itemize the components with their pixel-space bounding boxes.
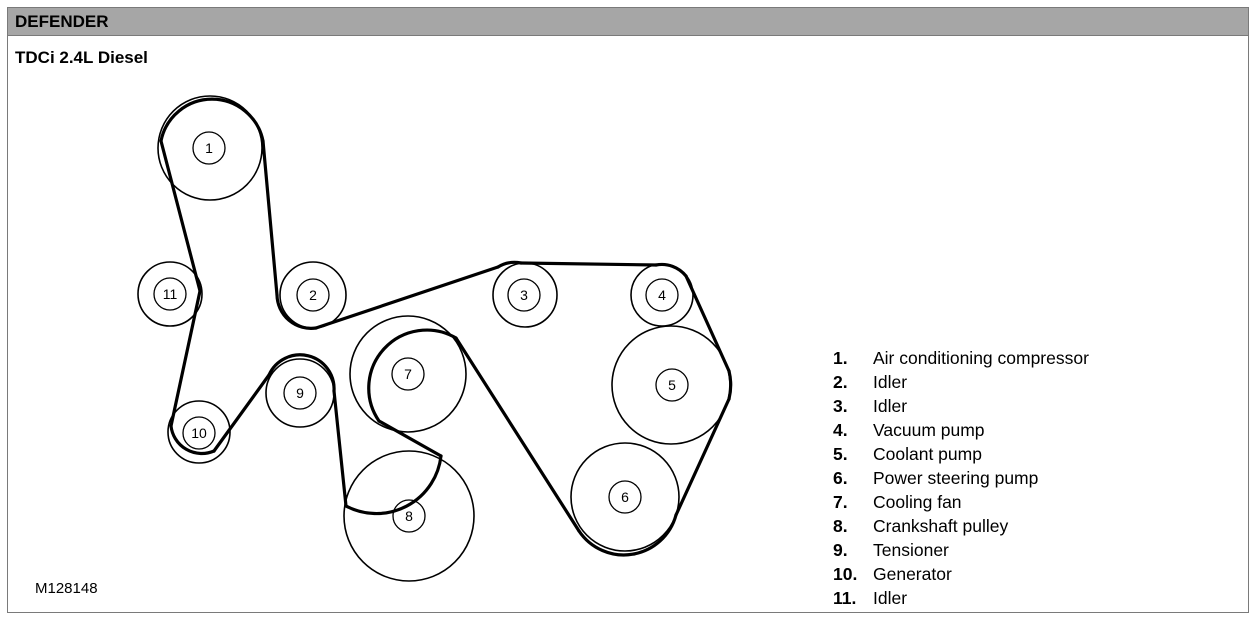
- legend-item: 5.Coolant pump: [833, 444, 982, 464]
- pulley-9: 9: [265, 358, 335, 428]
- pulley-2: 2: [279, 261, 347, 329]
- diagram-frame: DEFENDER TDCi 2.4L Diesel 1 2 3 4: [7, 7, 1249, 613]
- belt-wrap-4: [654, 262, 688, 278]
- pulley-5-label: 5: [668, 377, 676, 393]
- belt-wrap-3: [496, 260, 523, 269]
- pulley-7-label: 7: [404, 366, 412, 382]
- legend-item: 6.Power steering pump: [833, 468, 1039, 488]
- belt-segment-9-8: [332, 389, 348, 508]
- legend-item: 3.Idler: [833, 396, 908, 416]
- pulley-6-label: 6: [621, 489, 629, 505]
- belt-wrap-5: [727, 369, 733, 401]
- pulley-8: 8: [343, 450, 475, 582]
- pulley-6-badge: [608, 480, 642, 514]
- pulley-4-label: 4: [658, 287, 666, 303]
- belt-segment-6-5: [674, 397, 731, 517]
- pulley-4: 4: [630, 263, 694, 327]
- pulley-4-badge: [645, 278, 679, 312]
- pulley-9-label: 9: [296, 385, 304, 401]
- pulley-6: 6: [570, 442, 680, 552]
- pulley-2-label: 2: [309, 287, 317, 303]
- pulley-7-badge: [391, 357, 425, 391]
- legend-item: 2.Idler: [833, 372, 908, 392]
- legend-item: 8.Crankshaft pulley: [833, 516, 1009, 536]
- belt-segment-8-7: [377, 419, 443, 458]
- legend-item: 1.Air conditioning compressor: [833, 348, 1089, 368]
- pulley-10-badge: [182, 416, 216, 450]
- belt-segment-5-4: [684, 274, 731, 373]
- belt-segment-1-11: [159, 139, 202, 293]
- belt-segment-2-1: [261, 139, 279, 297]
- pulley-11-label: 11: [163, 286, 178, 302]
- belt-wrap-10: [169, 424, 216, 456]
- legend-item: 11.Idler: [833, 588, 908, 608]
- pulley-9-badge: [283, 376, 317, 410]
- pulley-3-label: 3: [520, 287, 528, 303]
- engine-subtitle: TDCi 2.4L Diesel: [15, 48, 148, 67]
- pulley-11-badge: [153, 277, 187, 311]
- belt-wrap-7: [367, 328, 458, 423]
- pulley-3: 3: [492, 262, 558, 328]
- belt-segment-4-3: [519, 261, 658, 267]
- belt-wrap-8: [344, 454, 443, 516]
- pulley-8-label: 8: [405, 508, 413, 524]
- legend-item: 4.Vacuum pump: [833, 420, 985, 440]
- pulley-2-badge: [296, 278, 330, 312]
- pulley-11: 11: [137, 261, 203, 327]
- component-legend: 1.Air conditioning compressor 2.Idler 3.…: [833, 346, 1089, 610]
- pulley-1-label: 1: [205, 140, 213, 156]
- pulley-5: 5: [611, 325, 731, 445]
- pulley-5-badge: [655, 368, 689, 402]
- legend-item: 9.Tensioner: [833, 540, 949, 560]
- belt-segment-3-2: [314, 265, 500, 330]
- belt-segment-10-9: [212, 373, 271, 453]
- belt-segment-7-6: [454, 336, 581, 533]
- pulley-1-badge: [192, 131, 226, 165]
- belt-wrap-2: [275, 293, 318, 330]
- belt-wrap-9: [267, 353, 336, 393]
- header-title: DEFENDER: [8, 8, 1248, 36]
- pulley-1: 1: [157, 95, 263, 201]
- pulley-10-label: 10: [191, 425, 207, 441]
- pulley-3-badge: [507, 278, 541, 312]
- figure-code: M128148: [35, 580, 98, 597]
- legend-item: 10.Generator: [833, 564, 952, 584]
- belt-wrap-1: [159, 97, 265, 143]
- legend-item: 7.Cooling fan: [833, 492, 962, 512]
- pulley-7: 7: [349, 315, 467, 433]
- belt-wrap-6: [577, 513, 678, 557]
- belt-segment-11-10: [169, 289, 202, 428]
